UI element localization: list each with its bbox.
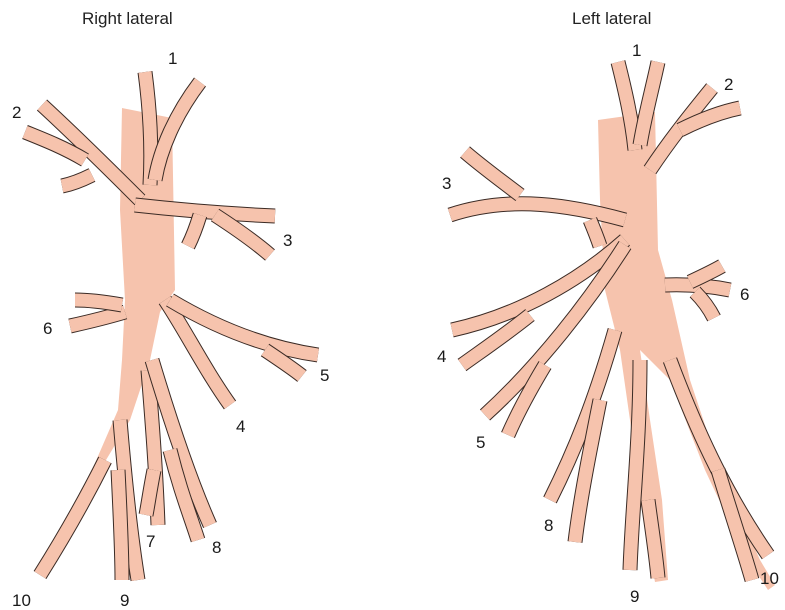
right-label-8: 8 <box>212 538 221 557</box>
left-branch-6b <box>690 266 722 282</box>
left-label-3: 3 <box>442 174 451 193</box>
right-label-3: 3 <box>283 231 292 250</box>
right-label-5: 5 <box>320 366 329 385</box>
left-branch-3b <box>465 152 520 195</box>
right-lateral-tree <box>25 72 318 580</box>
right-label-9: 9 <box>120 591 129 610</box>
left-label-1: 1 <box>632 41 641 60</box>
left-lateral-tree <box>450 62 775 590</box>
right-lateral-title: Right lateral <box>82 9 173 28</box>
left-label-5: 5 <box>476 433 485 452</box>
right-branch-10 <box>40 460 105 575</box>
right-lateral-panel: Right lateral <box>12 9 329 610</box>
right-label-6: 6 <box>43 319 52 338</box>
left-label-8: 8 <box>544 516 553 535</box>
left-label-6: 6 <box>740 285 749 304</box>
left-label-9: 9 <box>630 587 639 606</box>
right-label-7: 7 <box>146 532 155 551</box>
right-label-10: 10 <box>12 591 31 610</box>
right-branch-6 <box>70 312 125 326</box>
right-branch-6b <box>75 300 122 305</box>
left-label-4: 4 <box>437 347 446 366</box>
left-label-10: 10 <box>760 569 779 588</box>
right-branch-7b <box>146 470 154 515</box>
left-lateral-title: Left lateral <box>572 9 651 28</box>
left-label-2: 2 <box>724 75 733 94</box>
right-branch-9b <box>118 470 122 580</box>
right-label-1: 1 <box>168 49 177 68</box>
right-label-2: 2 <box>12 103 21 122</box>
left-lateral-panel: Left lateral <box>437 9 779 606</box>
right-label-4: 4 <box>236 417 245 436</box>
